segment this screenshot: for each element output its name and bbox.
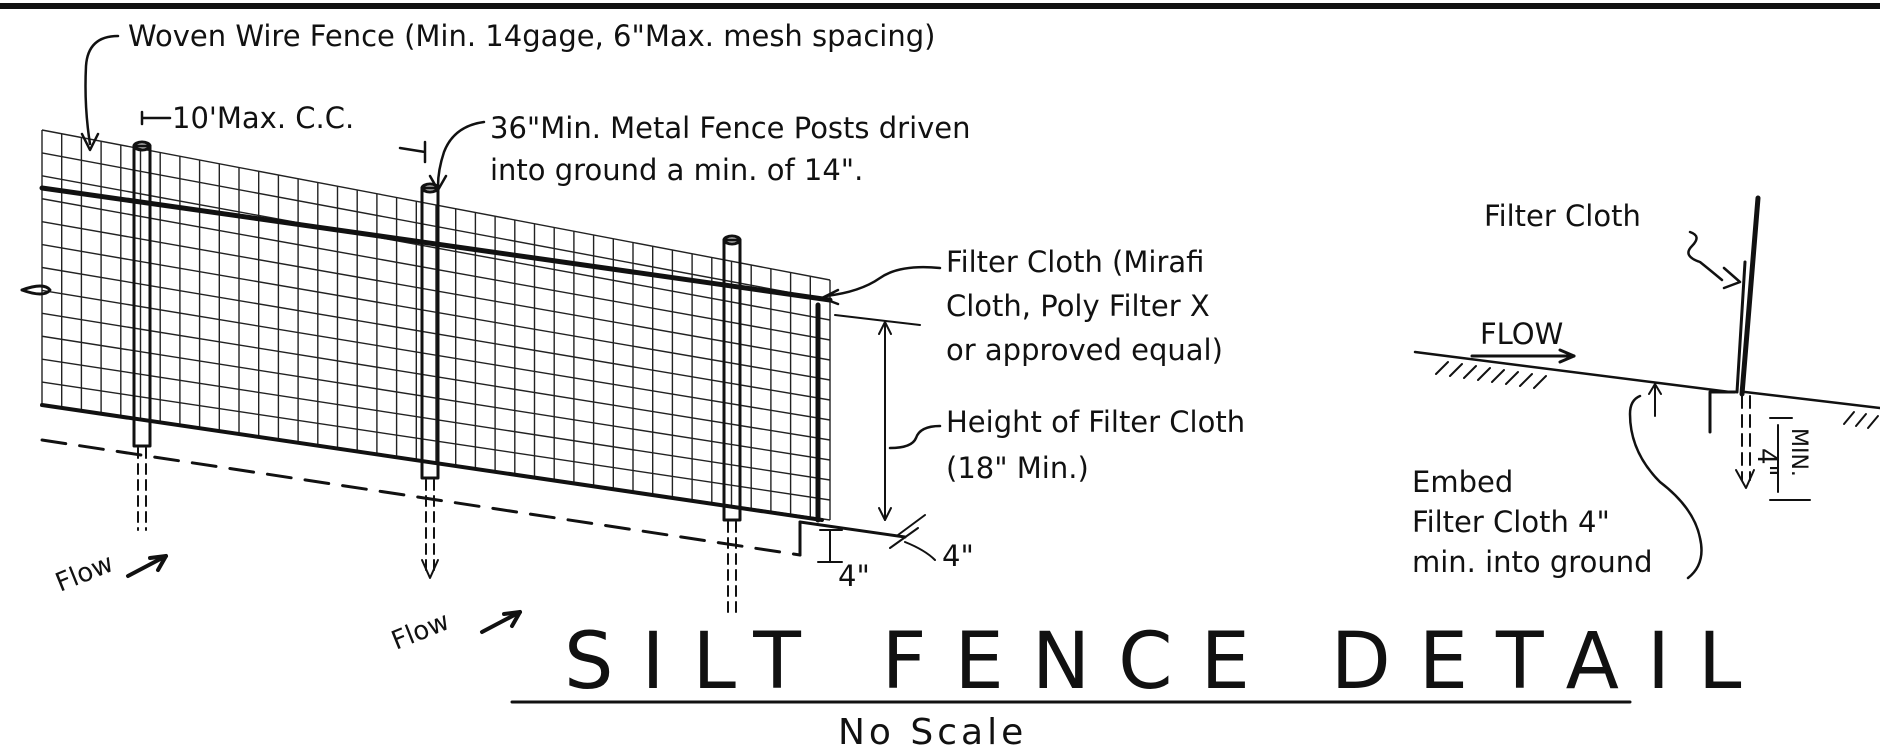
fence-perspective [20,34,942,634]
mesh-horizontal-wire [41,220,831,361]
mesh-horizontal-wire [41,129,831,281]
leader-height [888,424,942,450]
section-post [1739,195,1761,397]
section-dimension-14 [1769,417,1811,501]
section-ground-right [1743,390,1880,410]
break-symbol [20,284,52,296]
fence-post-1 [132,140,152,531]
woven-wire-mesh [41,129,831,521]
section-filter-cloth [1735,260,1747,394]
label-section-flow: FLOW [1480,317,1563,351]
label-section-dim-min: MIN. [1786,428,1811,477]
mesh-horizontal-wire [41,358,831,481]
fence-post-3 [722,234,742,616]
label-posts-line1: 36"Min. Metal Fence Posts driven [490,111,971,145]
mesh-horizontal-wire [41,198,831,341]
label-dim-4-right: 4" [942,539,974,573]
leader-filter-cloth [820,265,942,306]
fence-post-2 [420,182,440,579]
mesh-horizontal-wire [41,335,831,461]
post-spacing-dimension [140,110,427,164]
section-flow-arrow [1470,348,1576,364]
label-post-spacing: 10'Max. C.C. [172,101,354,135]
mesh-horizontal-wire [41,175,831,321]
mesh-horizontal-wire [41,266,831,401]
ground-line-dashed [40,438,802,557]
mesh-horizontal-wire [41,152,831,301]
section-dimension-4 [1648,383,1662,417]
label-posts-line2: into ground a min. of 14". [490,153,863,187]
label-filter-cloth-3: or approved equal) [946,333,1223,367]
ground-hatching-right [1843,411,1879,429]
label-flow-left: Flow [51,548,117,598]
label-filter-cloth-2: Cloth, Poly Filter X [946,289,1210,323]
label-embed-2: Filter Cloth 4" [1412,505,1610,539]
label-embed-3: min. into ground [1412,545,1653,579]
drawing-subtitle: No Scale [838,712,1027,753]
label-embed-1: Embed [1412,465,1513,499]
label-filter-cloth-1: Filter Cloth (Mirafi [946,245,1204,279]
section-leader-embed [1628,394,1703,580]
leader-woven-wire [80,34,120,152]
fence-top-rail [39,185,833,303]
mesh-horizontal-wire [41,243,831,381]
ground-hatching-left [1435,361,1547,389]
label-height-2: (18" Min.) [946,451,1089,485]
leader-posts [428,120,486,192]
label-section-dim-4: 4" [1751,448,1781,477]
mesh-horizontal-wire [41,312,831,441]
mesh-horizontal-wire [41,381,831,501]
drawing-title: SILT FENCE DETAIL [564,617,1769,707]
section-embed [1708,390,1737,434]
flow-arrow-center [480,610,522,634]
label-woven-wire: Woven Wire Fence (Min. 14gage, 6"Max. me… [128,19,935,53]
section-ground-left [1413,350,1732,394]
section-view [1413,195,1880,580]
flow-arrow-left [126,554,168,578]
mesh-horizontal-wire [41,289,831,421]
fence-bottom-rail [40,403,824,522]
section-leader-filter [1687,230,1742,290]
label-flow-center: Flow [387,606,453,656]
label-height-1: Height of Filter Cloth [946,405,1245,439]
label-section-filter-cloth: Filter Cloth [1484,199,1641,233]
label-dim-4-bottom: 4" [838,559,870,593]
dimension-4-marks [817,514,936,563]
